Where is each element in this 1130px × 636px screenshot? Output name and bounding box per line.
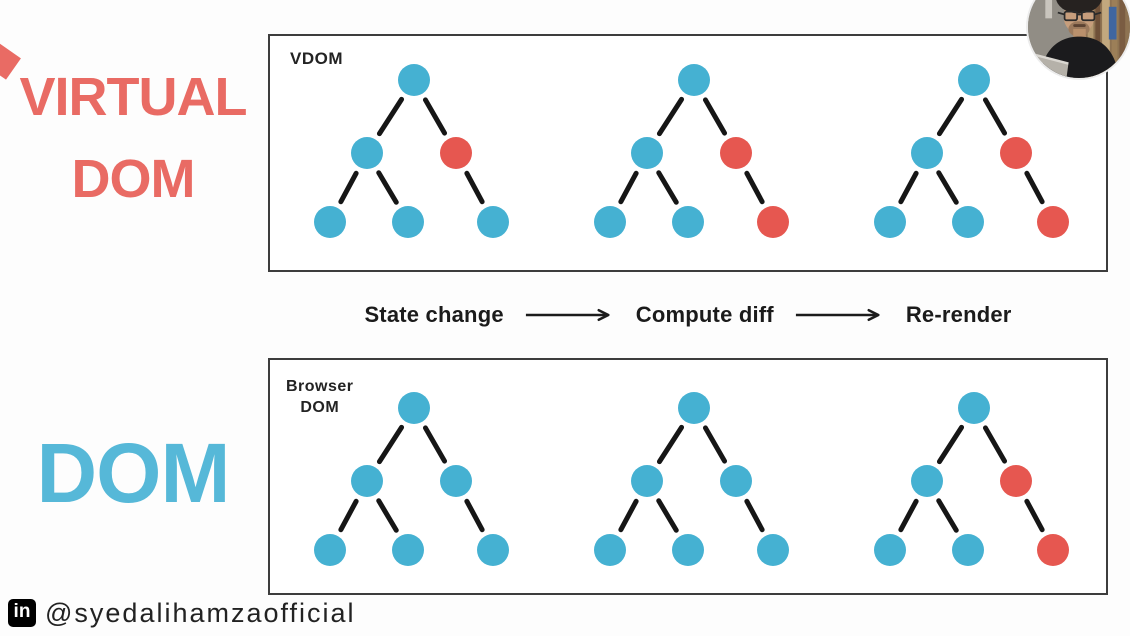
tree-edge — [376, 498, 399, 533]
tree-node-blue — [477, 206, 509, 238]
virtual-dom-title-line1: VIRTUAL — [19, 67, 248, 127]
tree-node-blue — [757, 534, 789, 566]
tree-node-red — [1037, 534, 1069, 566]
arrow-right-icon — [795, 308, 880, 322]
virtual-dom-title: VIRTUAL DOM — [0, 56, 266, 220]
tree-edge — [464, 170, 485, 205]
dom-tree — [874, 64, 1069, 238]
tree-edge — [898, 498, 919, 533]
presenter-avatar-art — [1028, 0, 1130, 78]
tree-edge — [422, 97, 448, 136]
tree-node-blue — [672, 534, 704, 566]
tree-edge — [898, 170, 919, 205]
tree-node-blue — [392, 534, 424, 566]
tree-node-red — [1000, 465, 1032, 497]
tree-edge — [982, 425, 1008, 464]
dom-tree — [594, 64, 789, 238]
tree-node-blue — [678, 392, 710, 424]
tree-edge — [702, 425, 728, 464]
tree-edge — [656, 424, 685, 465]
tree-edge — [376, 96, 405, 137]
tree-node-blue — [911, 465, 943, 497]
tree-node-blue — [440, 465, 472, 497]
tree-node-red — [440, 137, 472, 169]
tree-edge — [338, 498, 359, 533]
tree-edge — [982, 97, 1008, 136]
tree-node-blue — [631, 137, 663, 169]
linkedin-icon: in — [8, 599, 36, 627]
tree-node-blue — [678, 64, 710, 96]
browser-dom-panel-label-line2: DOM — [300, 399, 340, 416]
tree-edge — [744, 498, 765, 533]
tree-edge — [1024, 498, 1045, 533]
browser-dom-panel-label-line1: Browser — [286, 378, 354, 395]
tree-node-blue — [398, 392, 430, 424]
tree-node-blue — [392, 206, 424, 238]
tree-node-blue — [958, 64, 990, 96]
tree-edge — [618, 170, 639, 205]
vdom-panel: VDOM — [268, 34, 1108, 272]
tree-edge — [618, 498, 639, 533]
tree-node-blue — [874, 206, 906, 238]
browser-dom-panel-label: Browser DOM — [286, 376, 354, 418]
process-step-state-change: State change — [364, 302, 504, 327]
tree-node-blue — [720, 465, 752, 497]
tree-node-red — [1037, 206, 1069, 238]
dom-tree — [314, 64, 509, 238]
tree-node-blue — [351, 465, 383, 497]
linkedin-handle: @syedalihamzaofficial — [45, 597, 356, 628]
tree-node-red — [720, 137, 752, 169]
process-step-re-render: Re-render — [905, 302, 1012, 327]
tree-node-red — [757, 206, 789, 238]
tree-edge — [656, 96, 685, 137]
browser-dom-panel: Browser DOM — [268, 358, 1108, 595]
presenter-avatar — [1026, 0, 1130, 80]
virtual-dom-title-line2: DOM — [71, 149, 196, 209]
tree-node-red — [1000, 137, 1032, 169]
vdom-trees — [314, 58, 1074, 243]
tree-edge — [656, 498, 679, 533]
tree-node-blue — [672, 206, 704, 238]
tree-edge — [1024, 170, 1045, 205]
tree-node-blue — [594, 206, 626, 238]
tree-edge — [744, 170, 765, 205]
dom-title: DOM — [36, 426, 231, 520]
tree-node-blue — [314, 206, 346, 238]
footer: in @syedalihamzaofficial — [8, 597, 356, 629]
tree-node-blue — [911, 137, 943, 169]
tree-edge — [376, 170, 399, 205]
tree-node-blue — [351, 137, 383, 169]
tree-node-blue — [314, 534, 346, 566]
tree-edge — [936, 170, 959, 205]
tree-edge — [936, 498, 959, 533]
tree-node-blue — [874, 534, 906, 566]
process-step-compute-diff: Compute diff — [635, 302, 774, 327]
tree-edge — [376, 424, 405, 465]
arrow-right-icon — [525, 308, 610, 322]
dom-tree — [314, 392, 509, 566]
tree-edge — [338, 170, 359, 205]
tree-edge — [464, 498, 485, 533]
tree-node-blue — [958, 392, 990, 424]
tree-node-blue — [952, 206, 984, 238]
tree-edge — [702, 97, 728, 136]
tree-node-blue — [631, 465, 663, 497]
process-row: State change Compute diff Re-render — [268, 272, 1108, 358]
tree-node-blue — [398, 64, 430, 96]
tree-node-blue — [477, 534, 509, 566]
tree-edge — [656, 170, 679, 205]
dom-tree — [874, 392, 1069, 566]
tree-edge — [936, 424, 965, 465]
dom-tree — [594, 392, 789, 566]
tree-node-blue — [952, 534, 984, 566]
vdom-panel-label: VDOM — [290, 49, 343, 68]
browser-dom-trees — [314, 386, 1074, 571]
tree-edge — [422, 425, 448, 464]
tree-node-blue — [594, 534, 626, 566]
tree-edge — [936, 96, 965, 137]
